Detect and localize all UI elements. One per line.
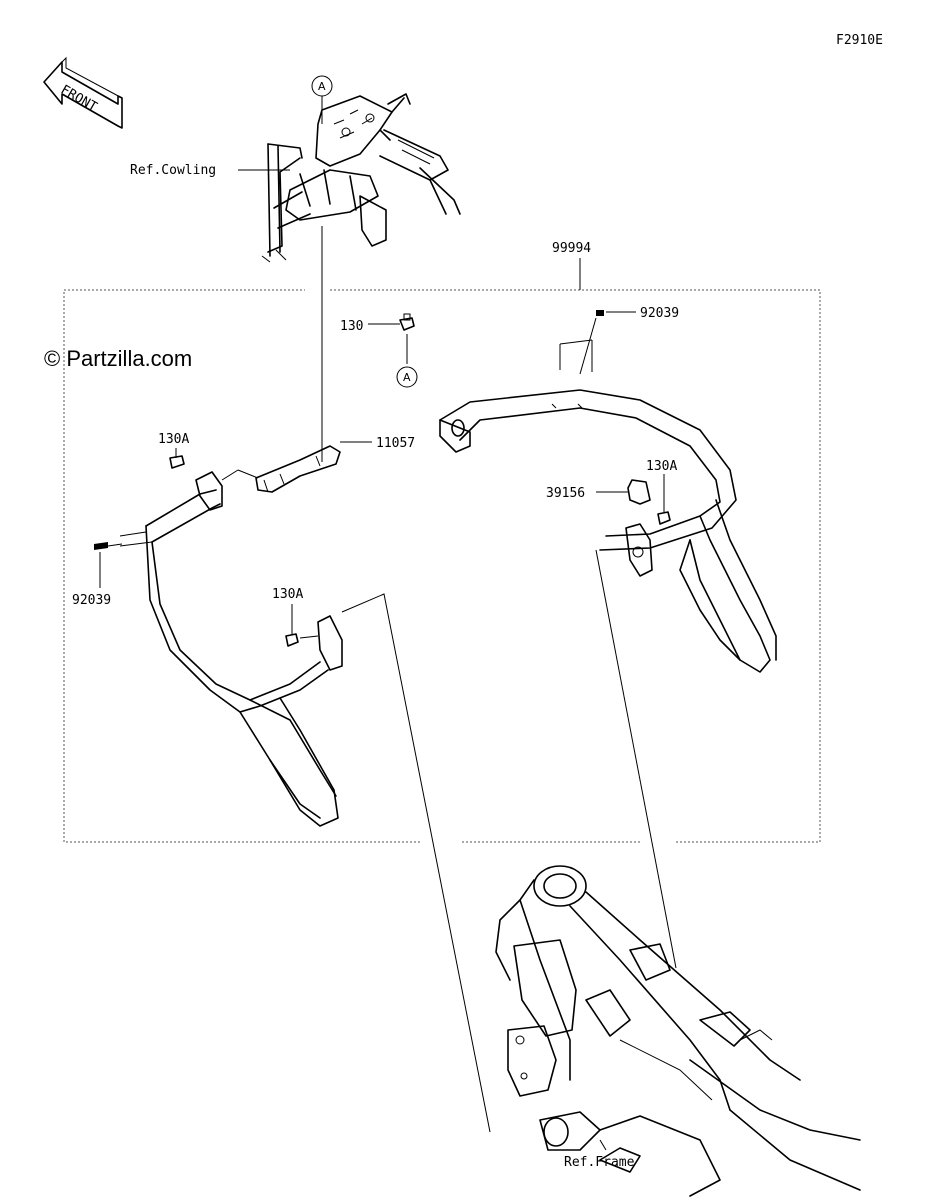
bolt-130a-left-label: 130A bbox=[158, 432, 189, 447]
reference-marker-a-mid: A bbox=[396, 366, 418, 388]
leader-guard-to-frame-left bbox=[341, 593, 491, 1133]
screw-92039-left-icon bbox=[94, 542, 123, 550]
reference-marker-a-top-label: A bbox=[318, 80, 326, 93]
screw-92039-right-label: 92039 bbox=[640, 306, 679, 321]
left-lower-mount-bracket bbox=[299, 615, 343, 671]
bolt-130a-mid-icon bbox=[285, 633, 299, 647]
cover-39156-label: 39156 bbox=[546, 486, 585, 501]
left-engine-guard bbox=[119, 471, 339, 827]
kit-99994-boundary bbox=[63, 289, 821, 843]
bolt-130a-right-label: 130A bbox=[646, 459, 677, 474]
screw-92039-left-label: 92039 bbox=[72, 593, 111, 608]
cowling-bracket-assembly bbox=[261, 93, 461, 263]
partzilla-watermark: © Partzilla.com bbox=[44, 346, 192, 371]
right-engine-guard bbox=[439, 317, 777, 673]
reference-marker-a-mid-label: A bbox=[403, 371, 411, 384]
bolt-130-label: 130 bbox=[340, 319, 363, 334]
leader-11057-left bbox=[221, 469, 239, 481]
bolt-130a-mid-label: 130A bbox=[272, 587, 303, 602]
front-arrow-icon: FRONT bbox=[43, 56, 123, 129]
bracket-11057-label: 11057 bbox=[376, 436, 415, 451]
right-mount-bracket bbox=[625, 523, 653, 577]
frame-assembly bbox=[495, 865, 861, 1197]
screw-92039-right-icon bbox=[596, 310, 604, 316]
bolt-130a-left-icon bbox=[169, 455, 185, 469]
leader-11057-left-b bbox=[237, 469, 259, 479]
figure-code: F2910E bbox=[836, 33, 883, 48]
reference-marker-a-top: A bbox=[311, 75, 333, 97]
kit-99994-label: 99994 bbox=[552, 241, 591, 256]
bolt-130-icon bbox=[399, 313, 415, 331]
ref-cowling-label: Ref.Cowling bbox=[130, 163, 216, 178]
bracket-11057-icon bbox=[255, 445, 341, 493]
leader-ref-frame bbox=[599, 1139, 607, 1151]
bolt-130a-right-icon bbox=[657, 511, 671, 525]
front-arrow-label: FRONT bbox=[58, 82, 100, 115]
rubber-cover-39156-icon bbox=[627, 479, 651, 505]
ref-frame-label: Ref.Frame bbox=[564, 1155, 635, 1170]
leader-guard-to-frame-right bbox=[595, 549, 677, 969]
